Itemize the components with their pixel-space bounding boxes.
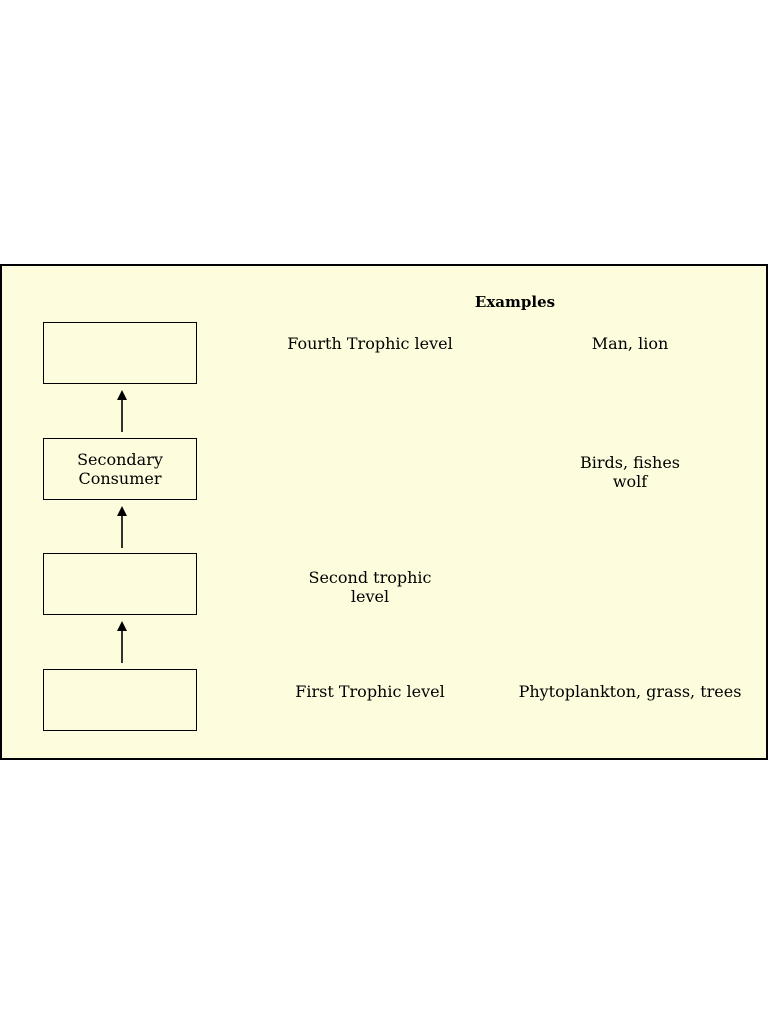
arrow-up-icon — [117, 390, 127, 432]
secondary-consumer-box: Secondary Consumer — [43, 438, 197, 500]
fourth-level-box — [43, 322, 197, 384]
examples-header: Examples — [474, 293, 556, 311]
first-level-box — [43, 669, 197, 731]
first-level-examples: Phytoplankton, grass, trees — [518, 682, 742, 701]
secondary-consumer-examples-line-2: wolf — [612, 472, 648, 491]
fourth-level-examples: Man, lion — [591, 334, 669, 353]
second-trophic-level-line-2: level — [350, 587, 390, 606]
arrow-up-icon — [117, 506, 127, 548]
trophic-diagram-panel: Examples Secondary Consumer Fourth Troph… — [0, 264, 768, 760]
secondary-consumer-line-1: Secondary — [77, 450, 163, 469]
arrow-up-icon — [117, 621, 127, 663]
second-trophic-level-label: Second trophic level — [270, 568, 470, 606]
secondary-consumer-examples: Birds, fishes wolf — [530, 453, 730, 491]
second-level-box — [43, 553, 197, 615]
second-trophic-level-line-1: Second trophic — [308, 568, 432, 587]
secondary-consumer-examples-line-1: Birds, fishes — [579, 453, 680, 472]
secondary-consumer-line-2: Consumer — [78, 469, 162, 488]
fourth-trophic-level-label: Fourth Trophic level — [287, 334, 453, 353]
first-trophic-level-label: First Trophic level — [295, 682, 445, 701]
